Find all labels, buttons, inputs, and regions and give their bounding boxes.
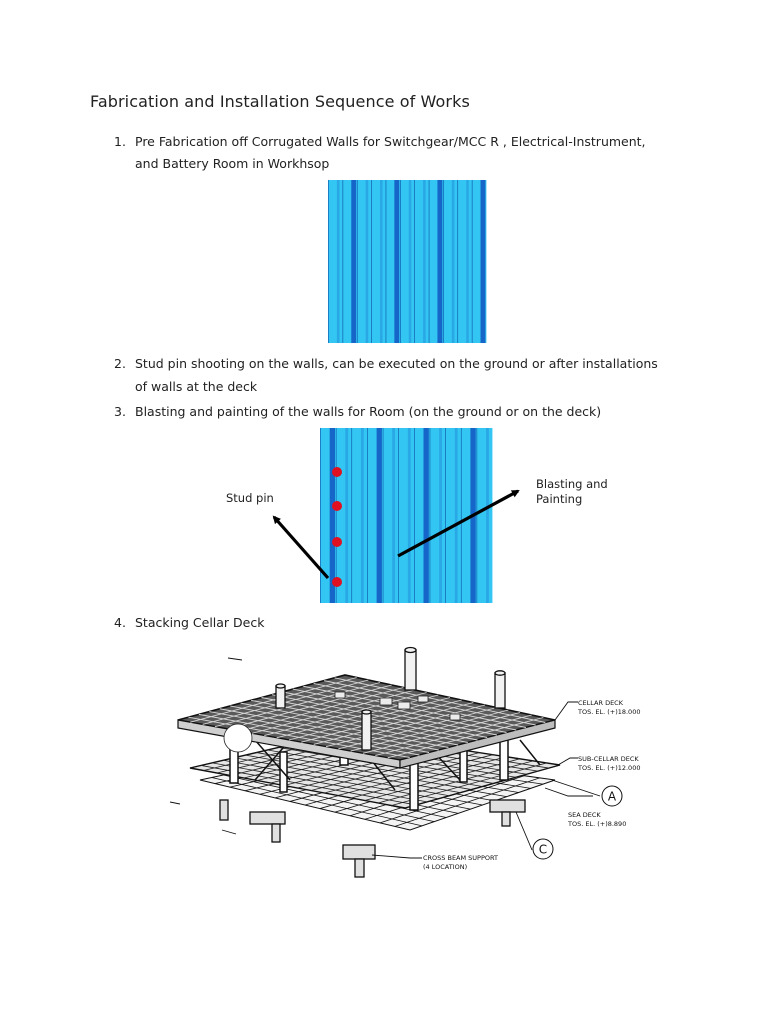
panel-corrugation xyxy=(480,180,486,343)
panel-corrugation xyxy=(394,180,400,343)
deck-grid-line xyxy=(264,692,427,736)
deck-grid-line xyxy=(364,758,520,801)
deck-grid-line xyxy=(351,756,507,799)
step-4: 4. Stacking Cellar Deck xyxy=(114,611,694,634)
cellar-deck-drawing: A C CELLAR DECK TOS. EL. (+)18.000 SUB-C… xyxy=(169,646,640,878)
panel-corrugation xyxy=(439,428,442,603)
panel-corrugation xyxy=(486,428,489,603)
panel-corrugation xyxy=(408,180,412,343)
panel-corrugation xyxy=(345,428,349,603)
step-4-line-1: Stacking Cellar Deck xyxy=(135,615,265,630)
stud-pin-dot xyxy=(332,577,342,587)
deck-grid-line xyxy=(387,717,544,759)
panel-corrugation xyxy=(451,180,455,343)
step-3-number: 3. xyxy=(114,404,126,419)
sea-deck-label: SEA DECK xyxy=(568,811,601,819)
panel-strip xyxy=(351,428,368,603)
step-3-line-1: Blasting and painting of the walls for R… xyxy=(135,404,602,419)
deck-grid-line xyxy=(214,682,381,728)
stud-pin-dot xyxy=(332,537,342,547)
cellar-deck-elevation: TOS. EL. (+)18.000 xyxy=(577,708,640,716)
cellar-deck-label: CELLAR DECK xyxy=(578,699,624,707)
deck-grid-line xyxy=(251,689,416,734)
deck-grid-line xyxy=(227,684,392,730)
stud-pin-dot xyxy=(332,467,342,477)
panel-corrugation xyxy=(454,428,458,603)
grid-bubble-a xyxy=(601,785,623,807)
step-4-number: 4. xyxy=(114,615,126,630)
grid-label-c: C xyxy=(539,843,547,857)
step-1-line-2: and Battery Room in Workhsop xyxy=(135,156,330,171)
panel-strip xyxy=(335,428,352,603)
deck-grid-line xyxy=(190,677,357,723)
deck-grid-line xyxy=(276,694,439,739)
step-1: 1. Pre Fabrication off Corrugated Walls … xyxy=(114,130,694,176)
panel-corrugation xyxy=(407,428,411,603)
panel-strip xyxy=(399,180,415,343)
stud-pin-label: Stud pin xyxy=(226,491,274,505)
sea-deck-elevation: TOS. EL. (+)8.890 xyxy=(567,820,626,828)
blasting-label-line-1: Blasting and xyxy=(536,477,608,491)
grid-label-a: A xyxy=(608,790,617,804)
panel-corrugation xyxy=(376,428,382,603)
step-1-number: 1. xyxy=(114,134,126,149)
panel-corrugation xyxy=(329,428,336,603)
panel-corrugation xyxy=(466,180,469,343)
panel-corrugation xyxy=(437,180,443,343)
panel-strip xyxy=(476,428,493,603)
panel-strip xyxy=(398,428,415,603)
step-2: 2. Stud pin shooting on the walls, can b… xyxy=(114,352,694,398)
deck-hatches xyxy=(223,691,461,753)
step-2-number: 2. xyxy=(114,356,126,371)
step-2-line-2: of walls at the deck xyxy=(135,379,258,394)
corrugated-wall-figure xyxy=(328,180,487,343)
panel-strip xyxy=(442,180,458,343)
deck-risers xyxy=(275,646,506,751)
deck-grid-line xyxy=(324,752,480,794)
panel-corrugation xyxy=(360,428,364,603)
page-title: Fabrication and Installation Sequence of… xyxy=(90,92,470,111)
deck-grid-line xyxy=(301,699,462,743)
panel-corrugation xyxy=(423,428,429,603)
panel-corrugation xyxy=(470,428,476,603)
stud-pin-dot xyxy=(332,501,342,511)
grid-bubble-c xyxy=(532,838,554,860)
panel-corrugation xyxy=(336,180,340,343)
deck-grid-line xyxy=(362,712,521,754)
deck-grid-line xyxy=(394,777,540,827)
panel-strip xyxy=(382,428,399,603)
panel-corrugation xyxy=(423,180,426,343)
panel-strip xyxy=(457,180,473,343)
blasting-label-line-2: Painting xyxy=(536,492,583,506)
panel-strip xyxy=(371,180,386,343)
sub-cellar-deck-label: SUB-CELLAR DECK xyxy=(578,755,639,763)
deck-grid-line xyxy=(313,702,474,745)
deck-grid-line xyxy=(375,714,532,756)
panel-corrugation xyxy=(392,428,396,603)
deck-grid-line xyxy=(325,704,486,748)
panel-corrugation xyxy=(351,180,357,343)
panel-strip xyxy=(445,428,462,603)
panel-strip xyxy=(429,428,446,603)
cross-beam-location: (4 LOCATION) xyxy=(423,863,467,871)
deck-grid-line xyxy=(350,709,509,752)
cross-beam-supports xyxy=(219,799,526,878)
deck-grid-line xyxy=(379,775,525,824)
panel-corrugation xyxy=(365,180,369,343)
deck-grid-line xyxy=(239,687,404,732)
panel-strip xyxy=(414,180,429,343)
panel-strip xyxy=(356,180,372,343)
sub-cellar-deck-elevation: TOS. EL. (+)12.000 xyxy=(577,764,640,772)
step-2-line-1: Stud pin shooting on the walls, can be e… xyxy=(135,356,658,371)
step-1-line-1: Pre Fabrication off Corrugated Walls for… xyxy=(135,134,646,149)
panel-corrugation xyxy=(380,180,383,343)
panel-strip xyxy=(328,180,343,343)
step-3: 3. Blasting and painting of the walls fo… xyxy=(114,400,694,423)
cross-beam-label: CROSS BEAM SUPPORT xyxy=(423,854,498,862)
stud-pin-figure xyxy=(320,428,493,603)
